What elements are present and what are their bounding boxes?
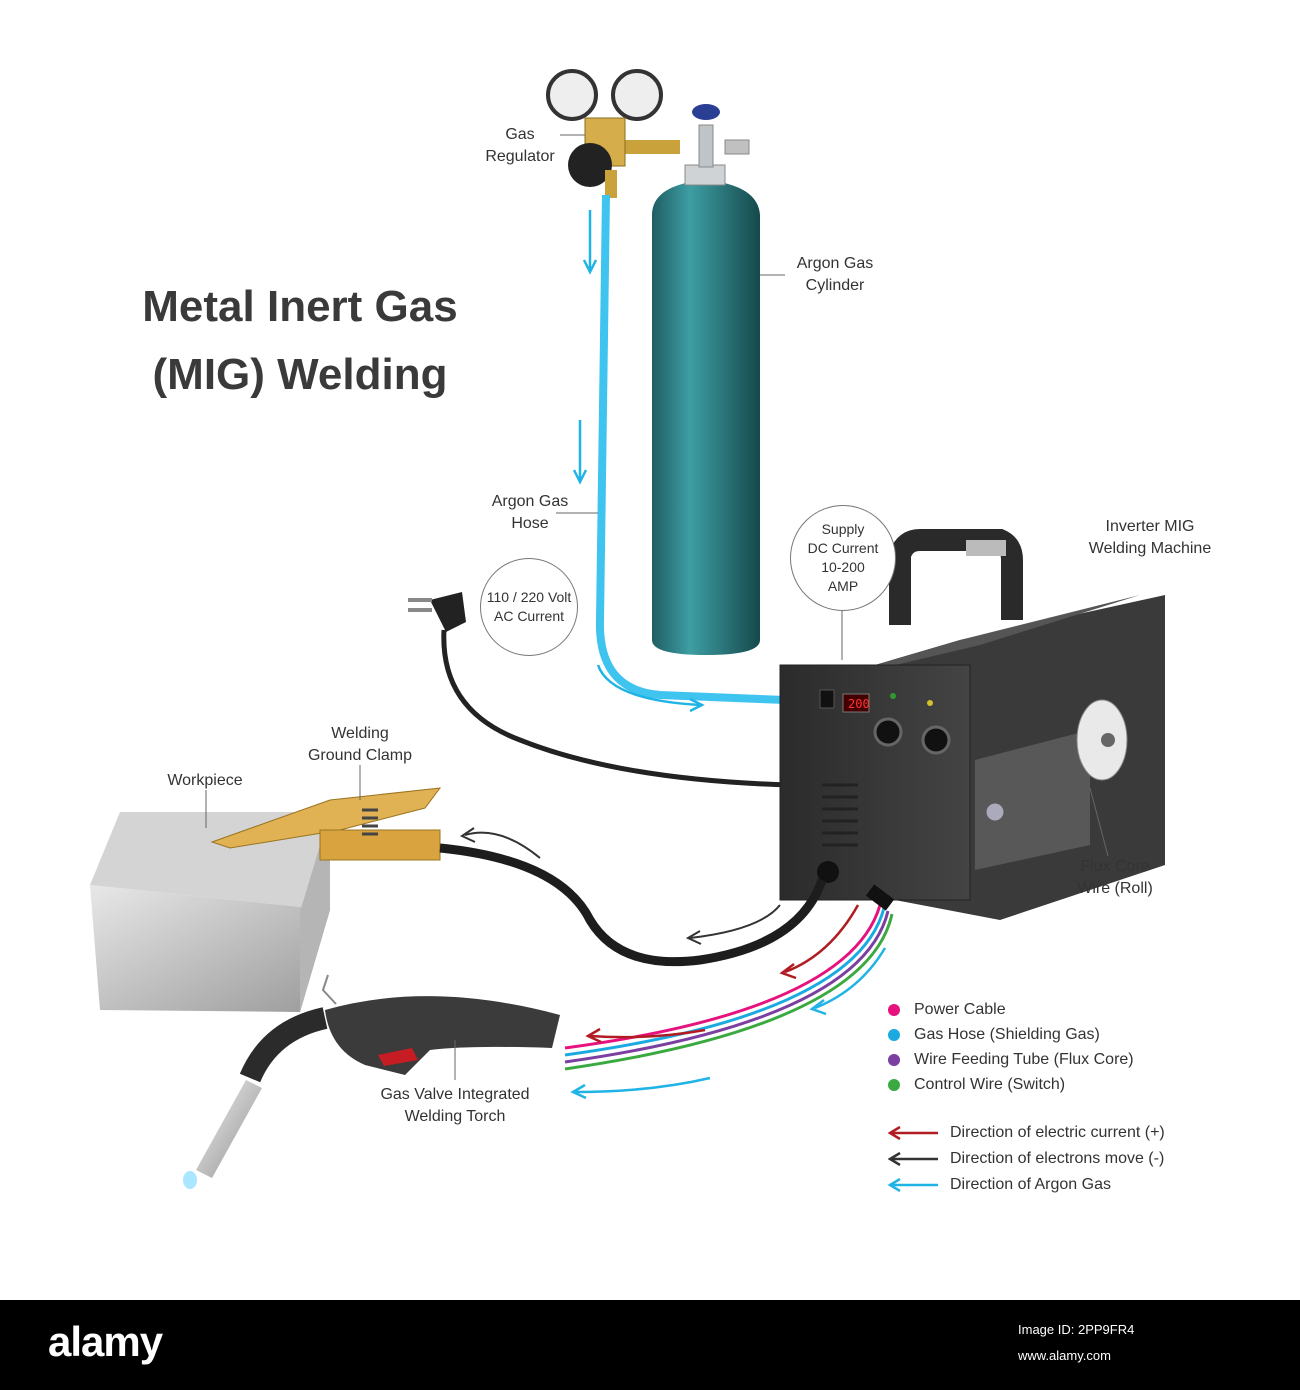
label-flux-core-wire: Flux Core Wire (Roll): [1077, 858, 1153, 897]
label-leader-lines: [205, 134, 1109, 1080]
legend-item: Gas Hose (Shielding Gas): [888, 1026, 1100, 1044]
label-argon-gas-hose: Argon Gas Hose: [491, 493, 569, 532]
label-ac-current: 110 / 220 Volt AC Current: [480, 558, 578, 656]
legend-label: Gas Hose (Shielding Gas): [914, 1026, 1100, 1043]
legend-dot: [888, 1004, 900, 1016]
gas-regulator: [546, 69, 680, 198]
welding-ground-clamp: [210, 787, 827, 967]
legend-dot: [888, 1054, 900, 1066]
legend-dot: [888, 1029, 900, 1041]
legend-item: Power Cable: [888, 1001, 1006, 1019]
legend-item: Control Wire (Switch): [888, 1076, 1065, 1094]
label-gas-regulator: Gas Regulator: [485, 126, 555, 165]
label-ground-clamp: Welding Ground Clamp: [307, 725, 413, 764]
power-plug: [408, 592, 791, 788]
label-welding-torch: Gas Valve Integrated Welding Torch: [380, 1086, 530, 1125]
legend-item: Wire Feeding Tube (Flux Core): [888, 1051, 1134, 1069]
legend-arrow-item: Direction of Argon Gas: [888, 1176, 1111, 1194]
svg-text:200: 200: [848, 697, 870, 711]
ac-current-text: 110 / 220 Volt AC Current: [486, 589, 572, 624]
blue-arrow-icon: [888, 1178, 938, 1192]
legend-label: Direction of electric current (+): [950, 1124, 1165, 1141]
brand-logo: alamy: [48, 1318, 163, 1365]
legend-dot: [888, 1079, 900, 1091]
workpiece: [90, 812, 330, 1012]
legend-label: Wire Feeding Tube (Flux Core): [914, 1051, 1134, 1068]
inverter-mig-welding-machine: 200: [779, 529, 1165, 920]
dc-current-text: Supply DC Current 10-200 AMP: [807, 521, 879, 594]
diagram-canvas: 200: [90, 69, 1212, 1194]
site-url: www.alamy.com: [1018, 1348, 1111, 1363]
diagram-title-line2: (MIG) Welding: [152, 350, 448, 399]
label-argon-gas-cylinder: Argon Gas Cylinder: [796, 255, 874, 294]
image-id: Image ID: 2PP9FR4: [1018, 1322, 1135, 1337]
gas-flow-arrows: [570, 947, 887, 1100]
label-workpiece: Workpiece: [167, 772, 243, 789]
diagram-title-line1: Metal Inert Gas: [142, 282, 458, 331]
legend-label: Power Cable: [914, 1001, 1006, 1018]
footer-bar: alamy Image ID: 2PP9FR4 www.alamy.com: [0, 1300, 1300, 1390]
legend-arrow-item: Direction of electric current (+): [888, 1124, 1165, 1142]
torch-cable-bundle: [564, 884, 895, 1071]
electron-flow-arrows: [459, 827, 781, 945]
argon-gas-hose: [595, 194, 786, 704]
welding-torch: [183, 974, 560, 1189]
label-welding-machine: Inverter MIG Welding Machine: [1088, 518, 1212, 557]
red-arrow-icon: [888, 1126, 938, 1140]
label-dc-current: Supply DC Current 10-200 AMP: [790, 505, 896, 611]
diagram-illustration: 200: [90, 69, 1165, 1189]
legend-label: Direction of electrons move (-): [950, 1150, 1165, 1167]
legend-arrow-item: Direction of electrons move (-): [888, 1150, 1164, 1168]
argon-gas-cylinder: [652, 104, 760, 655]
argon-flow-arrows: [572, 210, 705, 713]
current-flow-arrows: [585, 904, 860, 1044]
legend-label: Control Wire (Switch): [914, 1076, 1066, 1093]
legend-label: Direction of Argon Gas: [950, 1176, 1111, 1193]
black-arrow-icon: [888, 1152, 938, 1166]
